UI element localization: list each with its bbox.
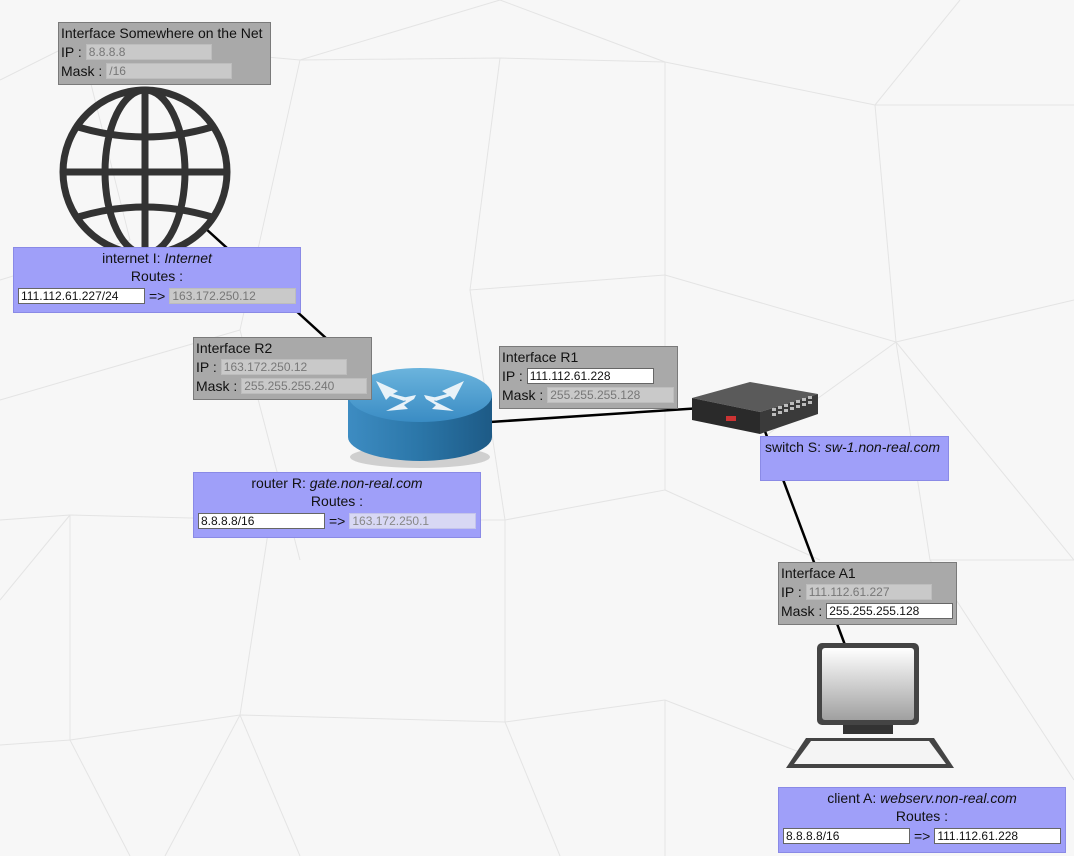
ip-field[interactable] [85,43,212,60]
device-header: router R: gate.non-real.com [198,474,476,492]
device-type-label: switch S: [765,439,822,455]
device-router-panel: router R: gate.non-real.com Routes : => [193,472,481,538]
mask-label: Mask : [61,62,103,79]
route-arrow: => [149,288,166,304]
ip-field[interactable] [805,583,932,600]
interface-a1-panel: Interface A1 IP : Mask : [778,562,957,625]
interface-net-panel: Interface Somewhere on the Net IP : Mask… [58,22,271,85]
device-internet-panel: internet I: Internet Routes : => [13,247,301,313]
device-header: client A: webserv.non-real.com [783,789,1061,807]
ip-field[interactable] [220,358,347,375]
network-links [204,227,847,646]
interface-title: Interface R2 [196,340,273,356]
link-router-switch [489,406,703,424]
device-name: webserv.non-real.com [880,790,1017,806]
routes-label: Routes : [310,493,364,509]
switch-icon [692,382,818,434]
device-name: sw-1.non-real.com [824,439,941,455]
mask-field[interactable] [106,62,233,79]
device-type-label: client A: [827,790,877,806]
route-gateway-input[interactable] [349,513,477,529]
ip-field[interactable] [526,367,654,384]
router-icon [348,368,492,468]
mask-label: Mask : [781,602,823,619]
ip-label: IP : [781,583,802,600]
ip-label: IP : [196,358,217,375]
interface-title: Interface R1 [502,349,579,365]
device-header: switch S: sw-1.non-real.com [765,438,944,456]
route-gateway-input[interactable] [934,828,1062,844]
route-destination-input[interactable] [198,513,325,529]
route-destination-input[interactable] [783,828,910,844]
route-arrow: => [914,828,931,844]
device-type-label: internet I: [102,250,161,266]
mask-field[interactable] [826,602,954,619]
globe-icon [59,86,231,255]
mask-label: Mask : [196,377,238,394]
ip-label: IP : [61,43,82,60]
routes-label: Routes : [895,808,949,824]
interface-r2-panel: Interface R2 IP : Mask : [193,337,372,400]
routes-label: Routes : [130,268,184,284]
device-header: internet I: Internet [18,249,296,267]
device-switch-panel: switch S: sw-1.non-real.com [760,436,949,481]
ip-label: IP : [502,367,523,384]
device-name: gate.non-real.com [309,475,423,491]
device-name: Internet [164,250,212,266]
mask-field[interactable] [241,377,368,394]
route-gateway-input[interactable] [169,288,297,304]
interface-title: Interface Somewhere on the Net [61,25,263,41]
route-arrow: => [329,513,346,529]
device-type-label: router R: [251,475,306,491]
interface-r1-panel: Interface R1 IP : Mask : [499,346,678,409]
route-destination-input[interactable] [18,288,145,304]
interface-title: Interface A1 [781,565,856,581]
device-client-panel: client A: webserv.non-real.com Routes : … [778,787,1066,853]
mask-field[interactable] [547,386,675,403]
mask-label: Mask : [502,386,544,403]
computer-icon [786,643,954,768]
